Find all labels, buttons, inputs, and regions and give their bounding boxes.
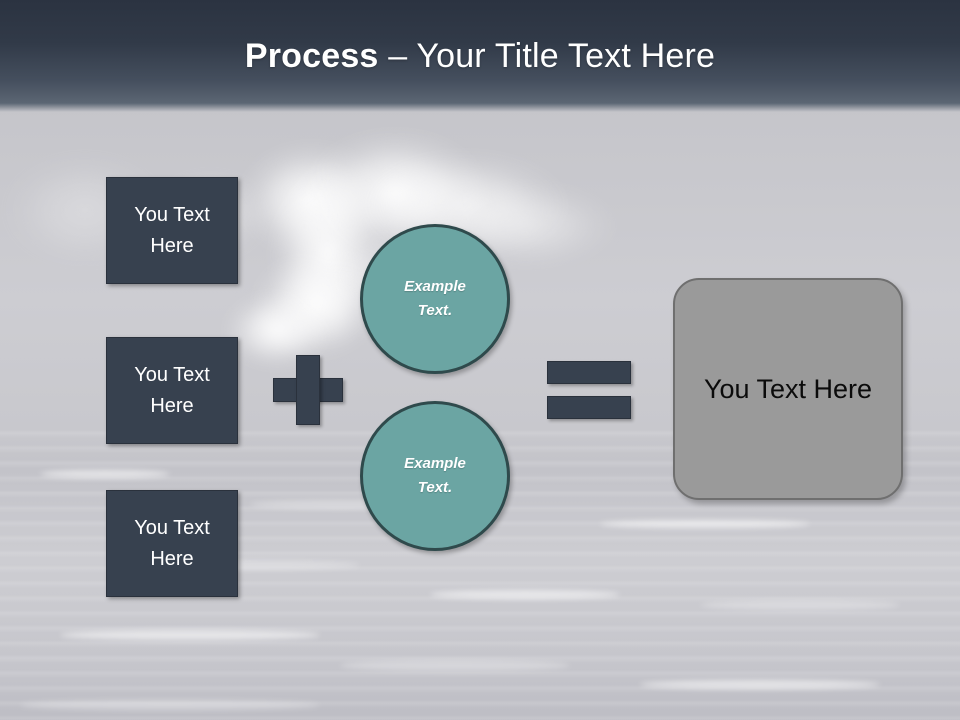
result-box-label: You Text Here bbox=[703, 373, 873, 404]
plus-icon bbox=[273, 355, 343, 425]
example-circle-1[interactable]: Example Text. bbox=[360, 224, 510, 374]
equals-bottom-bar bbox=[547, 396, 631, 419]
result-box[interactable]: You Text Here bbox=[673, 278, 903, 500]
title-bar: Process – Your Title Text Here bbox=[0, 0, 960, 112]
input-box-1-label: You Text Here bbox=[134, 203, 210, 257]
input-box-2[interactable]: You Text Here bbox=[106, 337, 238, 444]
input-box-3[interactable]: You Text Here bbox=[106, 490, 238, 597]
example-circle-2-label: Example Text. bbox=[404, 455, 466, 496]
input-box-1[interactable]: You Text Here bbox=[106, 177, 238, 284]
equals-top-bar bbox=[547, 361, 631, 384]
title-strong-part: Process bbox=[244, 36, 379, 75]
title-rest-part: – Your Title Text Here bbox=[378, 36, 716, 75]
plus-vertical-bar bbox=[296, 355, 320, 425]
input-box-3-label: You Text Here bbox=[134, 516, 210, 570]
page-title: Process – Your Title Text Here bbox=[245, 37, 715, 76]
equals-icon bbox=[547, 361, 631, 419]
example-circle-2[interactable]: Example Text. bbox=[360, 401, 510, 551]
example-circle-1-label: Example Text. bbox=[404, 278, 466, 319]
input-box-2-label: You Text Here bbox=[134, 363, 210, 417]
